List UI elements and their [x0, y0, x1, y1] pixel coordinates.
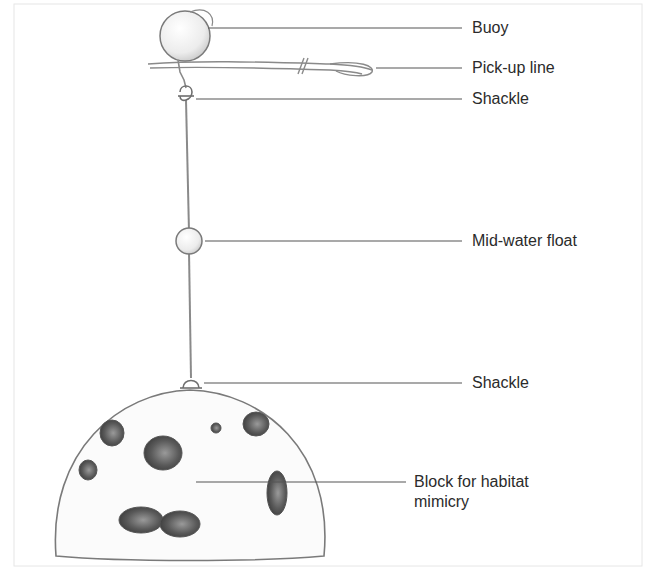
part-label: Shackle — [472, 89, 642, 109]
leader-lines — [196, 28, 462, 482]
part-label: Block for habitat mimicry — [414, 472, 564, 512]
rope — [186, 100, 189, 232]
leader-line — [196, 481, 406, 482]
leader-line — [196, 98, 462, 99]
shackle — [180, 381, 202, 389]
part-label: Pick-up line — [472, 58, 642, 78]
buoy — [160, 10, 213, 88]
part-label: Shackle — [472, 373, 642, 393]
rope — [189, 252, 191, 378]
habitat-block — [55, 390, 325, 561]
leader-line — [208, 27, 462, 28]
part-label: Buoy — [472, 18, 642, 38]
shackle — [178, 86, 194, 100]
leader-line — [204, 382, 462, 383]
leader-line — [376, 67, 462, 68]
part-label: Mid-water float — [472, 231, 642, 251]
mid-water-float — [176, 228, 202, 254]
frame — [14, 4, 642, 566]
leader-line — [205, 240, 462, 241]
